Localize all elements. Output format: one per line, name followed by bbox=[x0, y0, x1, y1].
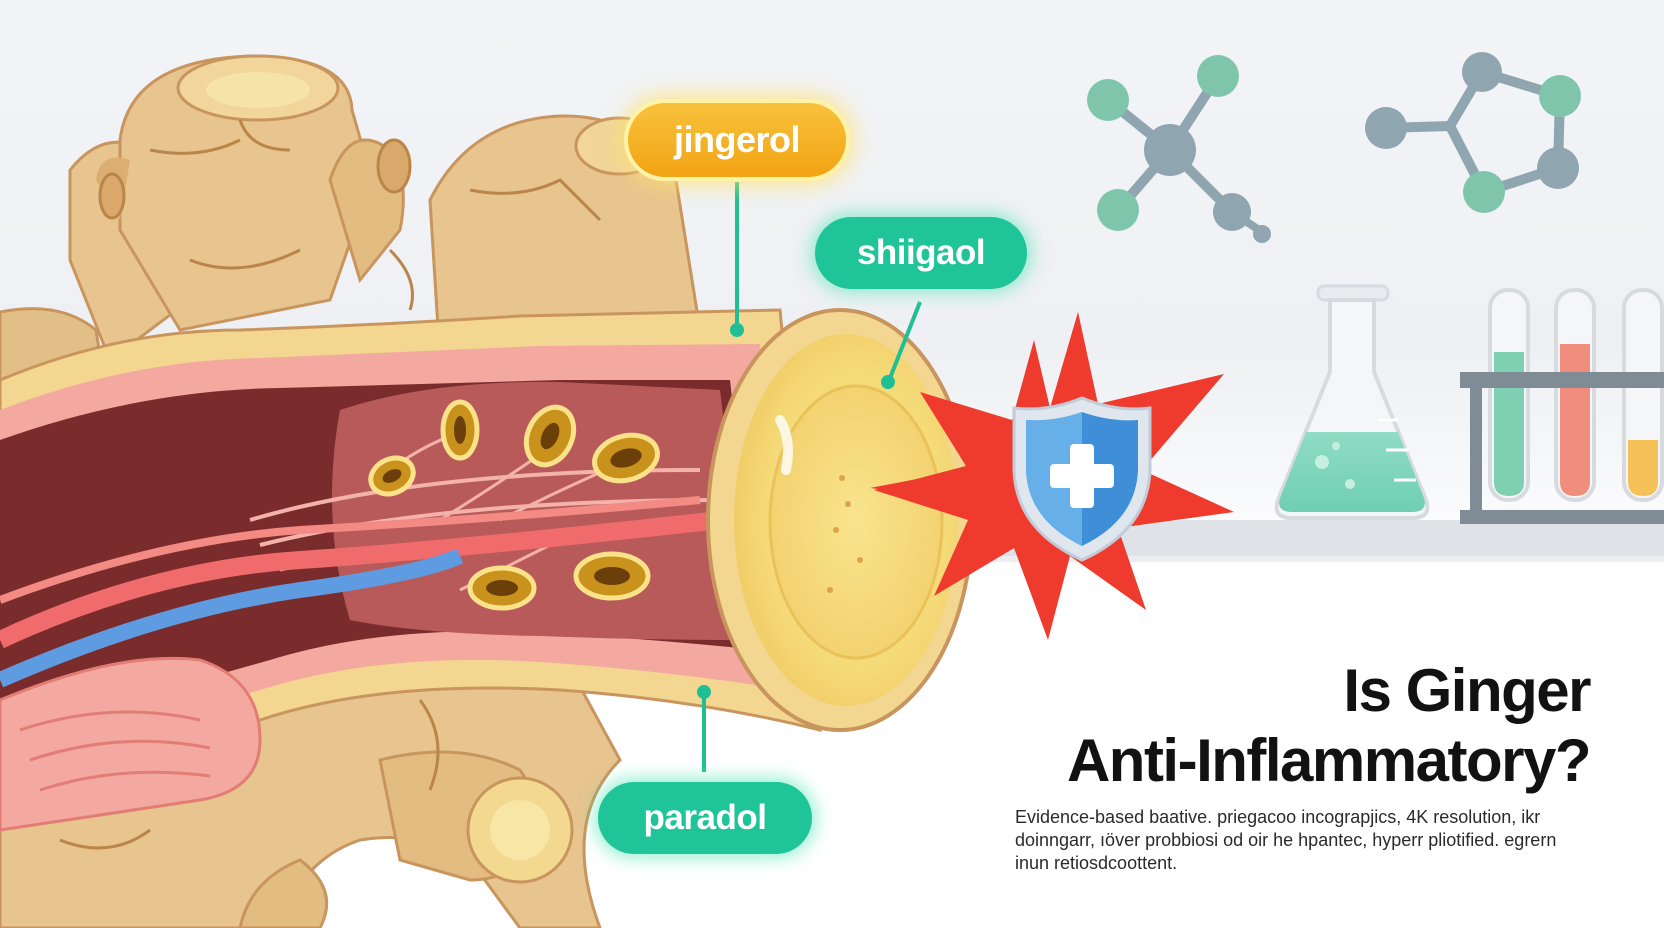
ginger-cross-section bbox=[0, 308, 822, 832]
shield-cross-icon bbox=[1012, 396, 1152, 562]
callout-lines bbox=[697, 182, 922, 772]
label-paradol: paradol bbox=[598, 782, 812, 854]
ginger-cut-face bbox=[706, 308, 974, 732]
flask-icon bbox=[1274, 284, 1430, 520]
page-title-line-1: Is Ginger bbox=[1343, 657, 1591, 724]
subtitle-line-3: inun retiosdcoottent. bbox=[1015, 853, 1178, 873]
subtitle: Evidence-based baative. priegacoo incogr… bbox=[1015, 806, 1595, 875]
label-jingerol: jingerol bbox=[628, 103, 846, 177]
subtitle-line-1: Evidence-based baative. priegacoo incogr… bbox=[1015, 807, 1541, 827]
molecule-icon bbox=[1087, 55, 1271, 243]
molecule-icon bbox=[1365, 52, 1581, 213]
test-tube-icon bbox=[1460, 288, 1664, 524]
page-title-line-2: Anti-Inflammatory? bbox=[1066, 727, 1592, 794]
subtitle-line-2: doinngarr, ıöver probbiosi od oir he hpa… bbox=[1015, 830, 1557, 850]
label-shiigaol: shiigaol bbox=[815, 217, 1027, 289]
page-title: Is Ginger Anti-Inflammatory? bbox=[970, 656, 1592, 796]
